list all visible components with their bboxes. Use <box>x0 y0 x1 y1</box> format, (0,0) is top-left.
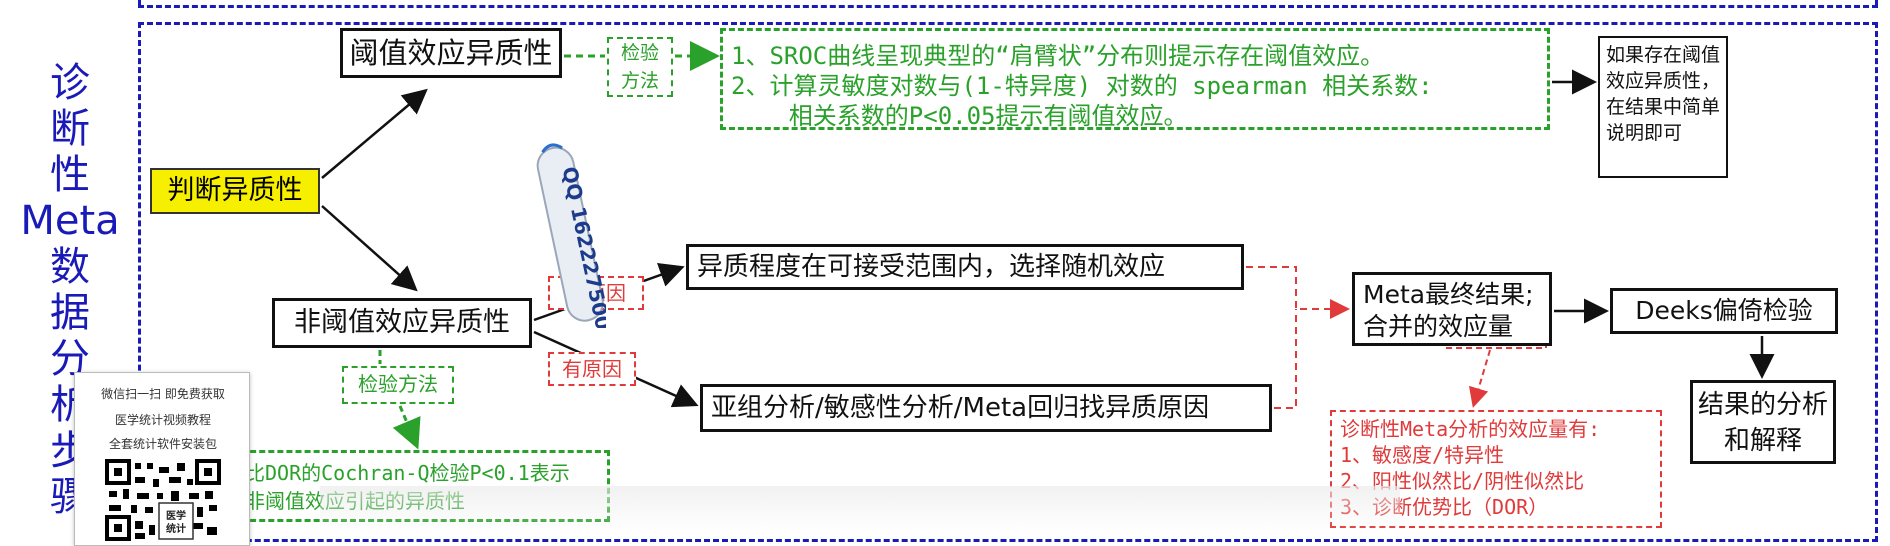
dor-line: 比DOR的Cochran-Q检验P<0.1表示 <box>245 461 570 485</box>
arrow-judge-nonthreshold <box>321 205 418 292</box>
analysis-line: 和解释 <box>1723 426 1802 456</box>
outer-frame-top <box>138 0 1878 8</box>
meta-result-line: 合并的效应量 <box>1363 312 1514 341</box>
threshold-method-label: 检验 方法 <box>607 37 673 97</box>
watermark-stamp: QQ 1622275006 <box>536 143 606 328</box>
side-title-char: Meta <box>20 198 120 244</box>
analysis-line: 结果的分析 <box>1697 390 1828 420</box>
method-line: 方法 <box>620 70 659 92</box>
meta-result-node: Meta最终结果; 合并的效应量 <box>1352 272 1552 346</box>
sroc-line: 相关系数的P<0.05提示有阈值效应。 <box>731 102 1188 130</box>
qr-code-icon[interactable]: 医学统计 <box>105 459 221 541</box>
threshold-heterogeneity-node: 阈值效应异质性 <box>340 28 562 78</box>
sroc-line: 2、计算灵敏度对数与(1-特异度) 对数的 spearman 相关系数: <box>731 72 1433 100</box>
side-title-char: 性 <box>50 152 90 198</box>
effect-line: 诊断性Meta分析的效应量有: <box>1340 417 1601 441</box>
sroc-criteria-box: 1、SROC曲线呈现典型的“肩臂状”分布则提示存在阈值效应。 2、计算灵敏度对数… <box>720 28 1550 130</box>
side-title-char: 诊 <box>50 60 90 106</box>
side-title-char: 据 <box>50 290 90 336</box>
arrow-meta-effect <box>1468 349 1491 408</box>
threshold-note-box: 如果存在阈值效应异质性，在结果中简单说明即可 <box>1598 36 1728 178</box>
effect-line: 1、敏感度/特异性 <box>1340 443 1505 467</box>
subgroup-analysis-node: 亚组分析/敏感性分析/Meta回归找异质原因 <box>700 384 1272 432</box>
promo-line-3: 全套统计软件安装包 <box>108 437 217 451</box>
arrow-method-dor <box>392 405 421 450</box>
nonthreshold-heterogeneity-node: 非阈值效应异质性 <box>272 298 532 348</box>
qr-label: 医学统计 <box>166 509 186 535</box>
side-title-char: 数 <box>50 244 90 290</box>
judge-heterogeneity-node: 判断异质性 <box>150 168 320 214</box>
bottom-fade-overlay <box>320 486 1400 532</box>
outer-frame <box>138 22 1878 542</box>
meta-result-line: Meta最终结果; <box>1363 280 1534 309</box>
arrow-subgroup-meta <box>1274 309 1297 409</box>
result-analysis-node: 结果的分析 和解释 <box>1690 380 1836 464</box>
arrow-random-meta <box>1246 266 1350 319</box>
wechat-promo-panel[interactable]: 微信扫一扫 即免费获取 医学统计视频教程 全套统计软件安装包 医学统计 <box>74 372 250 546</box>
promo-line-2: 医学统计视频教程 <box>114 413 211 427</box>
promo-line-1: 微信扫一扫 即免费获取 <box>101 387 225 401</box>
nonthreshold-method-label: 检验方法 <box>342 366 454 404</box>
side-title-char: 断 <box>50 106 90 152</box>
side-title: 诊 断 性 Meta 数 据 分 析 步 骤 <box>20 60 120 520</box>
sroc-line: 1、SROC曲线呈现典型的“肩臂状”分布则提示存在阈值效应。 <box>731 42 1385 70</box>
arrow-judge-threshold <box>321 88 428 179</box>
deeks-bias-node: Deeks偏倚检验 <box>1610 288 1838 334</box>
has-reason-label: 有原因 <box>548 352 636 386</box>
random-effect-node: 异质程度在可接受范围内，选择随机效应 <box>686 244 1244 290</box>
method-line: 检验 <box>620 42 659 64</box>
